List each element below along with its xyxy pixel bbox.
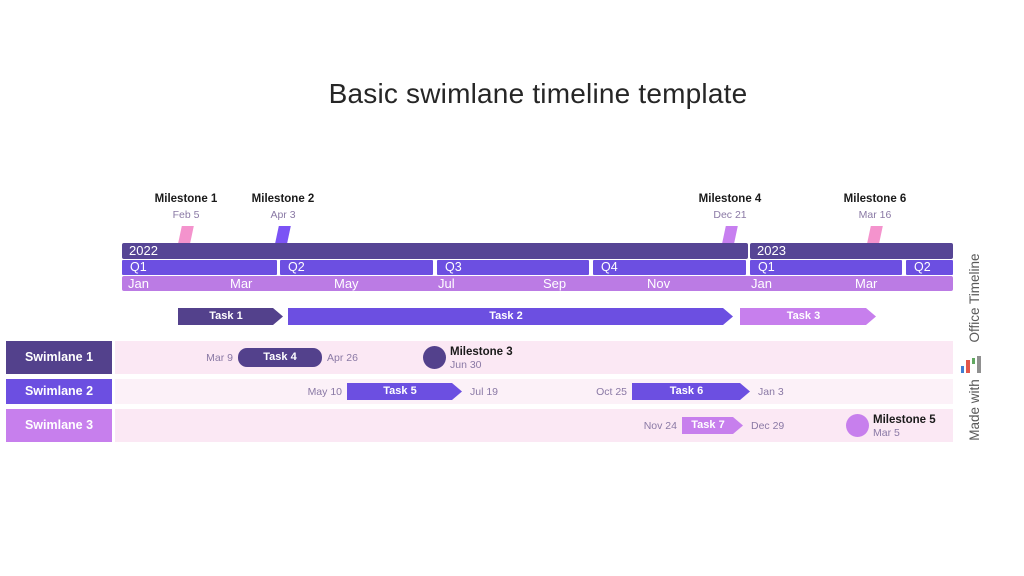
- swimlane-row: [115, 409, 953, 442]
- year-segment[interactable]: 2022: [122, 243, 748, 259]
- milestone-marker[interactable]: [722, 226, 738, 243]
- task-end-date: Jan 3: [758, 385, 784, 398]
- task-label: Task 1: [209, 310, 243, 322]
- milestone-name: Milestone 3: [450, 346, 513, 358]
- task-arrow[interactable]: Task 3: [740, 308, 876, 325]
- milestone-date: Mar 5: [873, 426, 900, 439]
- task-start-date: Mar 9: [206, 351, 233, 364]
- swimlane-label[interactable]: Swimlane 3: [6, 409, 112, 442]
- task-start-date: Oct 25: [596, 385, 627, 398]
- milestone-date: Mar 16: [858, 209, 892, 221]
- milestone-name: Milestone 4: [698, 193, 762, 205]
- swimlane-label[interactable]: Swimlane 1: [6, 341, 112, 374]
- milestone-date: Dec 21: [713, 209, 747, 221]
- task-label: Task 4: [263, 351, 297, 363]
- watermark-made-with: Made with: [967, 379, 982, 441]
- task-end-date: Jul 19: [470, 385, 499, 398]
- task-bar[interactable]: Task 6: [632, 383, 750, 400]
- milestone-date: Apr 3: [270, 209, 296, 221]
- logo-bar-blue: [961, 366, 964, 373]
- task-arrow[interactable]: Task 1: [178, 308, 283, 325]
- task-bar[interactable]: Task 7: [682, 417, 743, 434]
- month-label: Sep: [543, 276, 567, 291]
- task-bar[interactable]: Task 5: [347, 383, 462, 400]
- milestone-date: Jun 30: [450, 358, 482, 371]
- quarter-segment[interactable]: Q2: [280, 260, 433, 275]
- swimlane-label[interactable]: Swimlane 2: [6, 379, 112, 404]
- month-label: Jan: [128, 276, 149, 291]
- milestone-marker[interactable]: [867, 226, 883, 243]
- quarter-segment[interactable]: Q3: [437, 260, 589, 275]
- task-start-date: May 10: [307, 385, 342, 398]
- quarter-segment[interactable]: Q1: [122, 260, 277, 275]
- task-arrow[interactable]: Task 2: [288, 308, 733, 325]
- office-timeline-logo-icon: [961, 350, 981, 375]
- watermark-brand: Office Timeline: [967, 253, 982, 343]
- logo-bar-red: [966, 360, 970, 373]
- logo-bar-gray: [977, 356, 981, 373]
- month-label: Jul: [438, 276, 455, 291]
- milestone-date: Feb 5: [172, 209, 200, 221]
- task-label: Task 5: [383, 385, 417, 397]
- month-label: Jan: [751, 276, 772, 291]
- milestone-marker[interactable]: [275, 226, 291, 243]
- month-label: Mar: [855, 276, 878, 291]
- task-start-date: Nov 24: [643, 419, 677, 432]
- milestone-name: Milestone 5: [873, 414, 936, 426]
- milestone-name: Milestone 1: [154, 193, 218, 205]
- month-label: Nov: [647, 276, 671, 291]
- month-label: Mar: [230, 276, 253, 291]
- task-label: Task 6: [669, 385, 704, 397]
- milestone-marker[interactable]: [178, 226, 194, 243]
- quarter-segment[interactable]: Q2: [906, 260, 953, 275]
- milestone-name: Milestone 6: [843, 193, 907, 205]
- month-label: May: [334, 276, 359, 291]
- task-end-date: Apr 26: [327, 351, 358, 364]
- task-label: Task 7: [691, 419, 725, 431]
- month-band[interactable]: [122, 276, 953, 291]
- task-label: Task 3: [786, 310, 821, 322]
- page-title[interactable]: Basic swimlane timeline template: [328, 78, 748, 109]
- task-end-date: Dec 29: [751, 419, 785, 432]
- milestone-dot[interactable]: [422, 346, 446, 369]
- quarter-segment[interactable]: Q4: [593, 260, 746, 275]
- quarter-segment[interactable]: Q1: [750, 260, 902, 275]
- milestone-name: Milestone 2: [251, 193, 315, 205]
- swimlane-row: [115, 379, 953, 404]
- milestone-dot[interactable]: [845, 414, 869, 437]
- task-label: Task 2: [489, 310, 523, 322]
- logo-bar-green: [972, 358, 975, 364]
- year-segment[interactable]: 2023: [750, 243, 953, 259]
- task-bar[interactable]: Task 4: [238, 348, 322, 367]
